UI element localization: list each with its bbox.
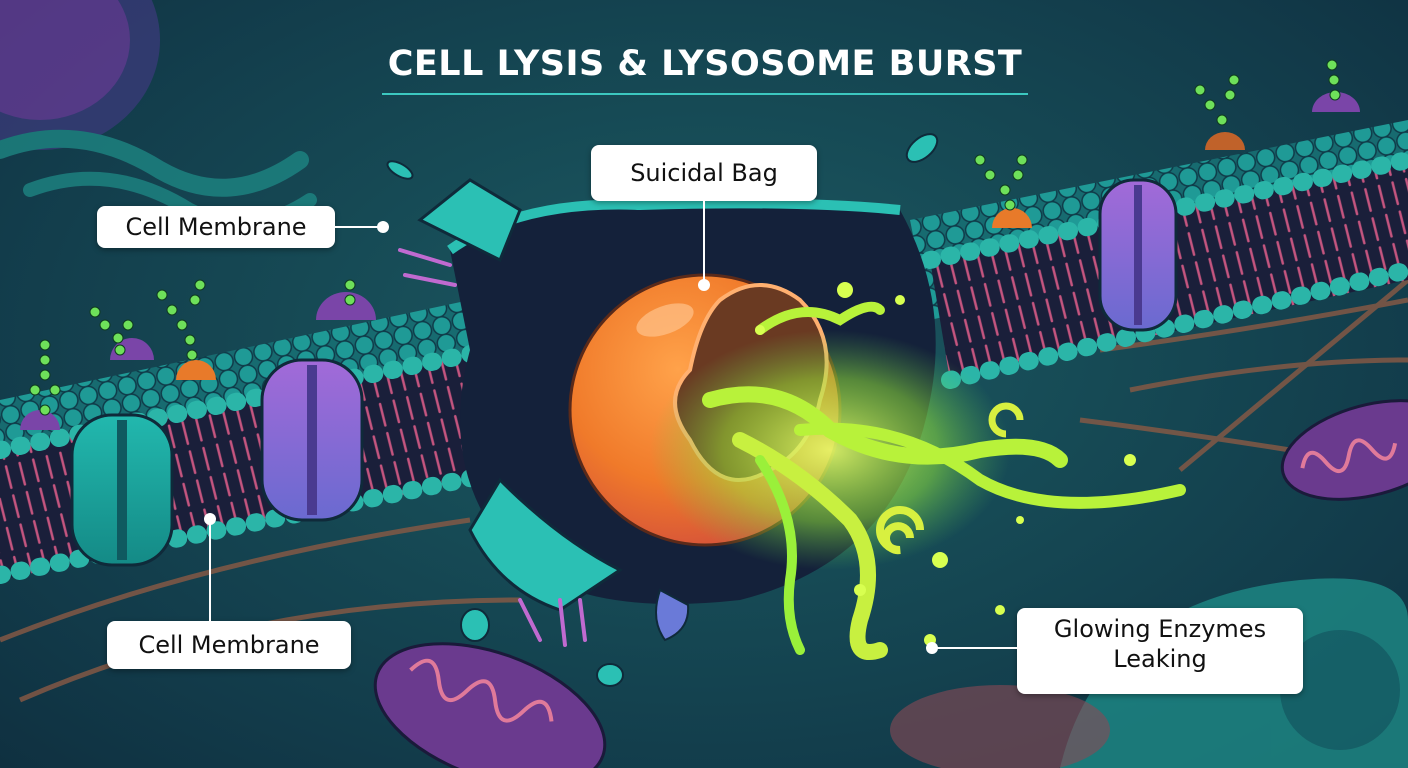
mitochondrion-right (1280, 399, 1408, 501)
connector-cell-membrane-top (335, 226, 383, 228)
anchor-dot-cell-membrane-bottom (204, 513, 216, 525)
mitochondrion-bottom (373, 642, 607, 768)
label-cell-membrane-bottom: Cell Membrane (107, 621, 351, 669)
membrane-right (910, 59, 1408, 389)
background-organelle-top-left (0, 0, 317, 230)
cytoskeleton-fibers (0, 278, 1408, 703)
organelle-bottom-center (890, 685, 1110, 768)
label-text: Suicidal Bag (630, 159, 778, 187)
label-glowing-enzymes: Glowing Enzymes Leaking (1017, 608, 1303, 694)
connector-cell-membrane-bottom (209, 522, 211, 621)
glowing-enzymes (650, 282, 1186, 660)
label-suicidal-bag: Suicidal Bag (591, 145, 817, 201)
label-text: Cell Membrane (138, 631, 320, 659)
connector-suicidal-bag (703, 201, 705, 283)
page-title: CELL LYSIS & LYSOSOME BURST (387, 44, 1023, 84)
label-text-line1: Glowing Enzymes (1053, 615, 1267, 643)
membrane-left (0, 279, 520, 584)
anchor-dot-suicidal-bag (698, 279, 710, 291)
anchor-dot-cell-membrane-top (377, 221, 389, 233)
label-text-line2: Leaking (1113, 645, 1207, 673)
anchor-dot-glowing-enzymes (926, 642, 938, 654)
connector-glowing-enzymes (934, 647, 1017, 649)
label-cell-membrane-top: Cell Membrane (97, 206, 335, 248)
title-underline (382, 93, 1028, 95)
label-text: Cell Membrane (125, 213, 307, 241)
